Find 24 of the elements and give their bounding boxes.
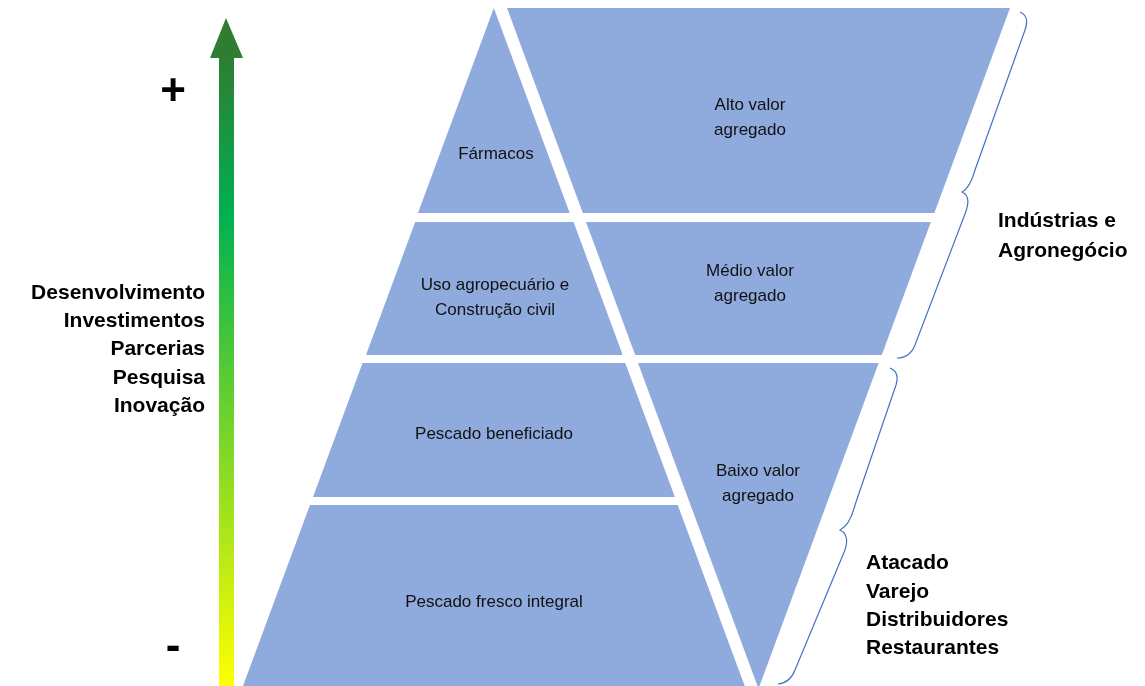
segment-label: Fármacos	[457, 142, 535, 165]
factor-label: Parcerias	[110, 336, 205, 360]
scale-sign: +	[160, 65, 186, 115]
segment-group-label: Indústrias e Agronegócio	[998, 207, 1129, 263]
market-label: Atacado	[866, 550, 949, 574]
pyramid-segment	[365, 222, 623, 355]
segment-label: Pescado beneficiado	[414, 422, 574, 445]
factor-label: Desenvolvimento	[31, 280, 205, 304]
pyramid-segment	[586, 222, 931, 355]
market-label: Restaurantes	[866, 635, 1000, 659]
segment-label: Pescado fresco integral	[404, 590, 584, 613]
factor-label: Investimentos	[63, 308, 205, 332]
segment-label: Alto valor agregado	[713, 94, 787, 141]
market-label: Varejo	[866, 579, 930, 603]
factor-label: Pesquisa	[112, 365, 205, 389]
segment-label: Uso agropecuário e Construção civil	[419, 274, 571, 321]
pyramid-segment	[243, 505, 745, 686]
pyramid-segment	[313, 363, 675, 497]
pyramid-segment	[418, 8, 570, 213]
scale-sign: -	[165, 620, 181, 670]
factor-label: Inovação	[113, 393, 205, 417]
market-label: Distribuidores	[866, 607, 1009, 631]
segment-label: Médio valor agregado	[705, 260, 795, 307]
segment-label: Baixo valor agregado	[714, 460, 802, 507]
